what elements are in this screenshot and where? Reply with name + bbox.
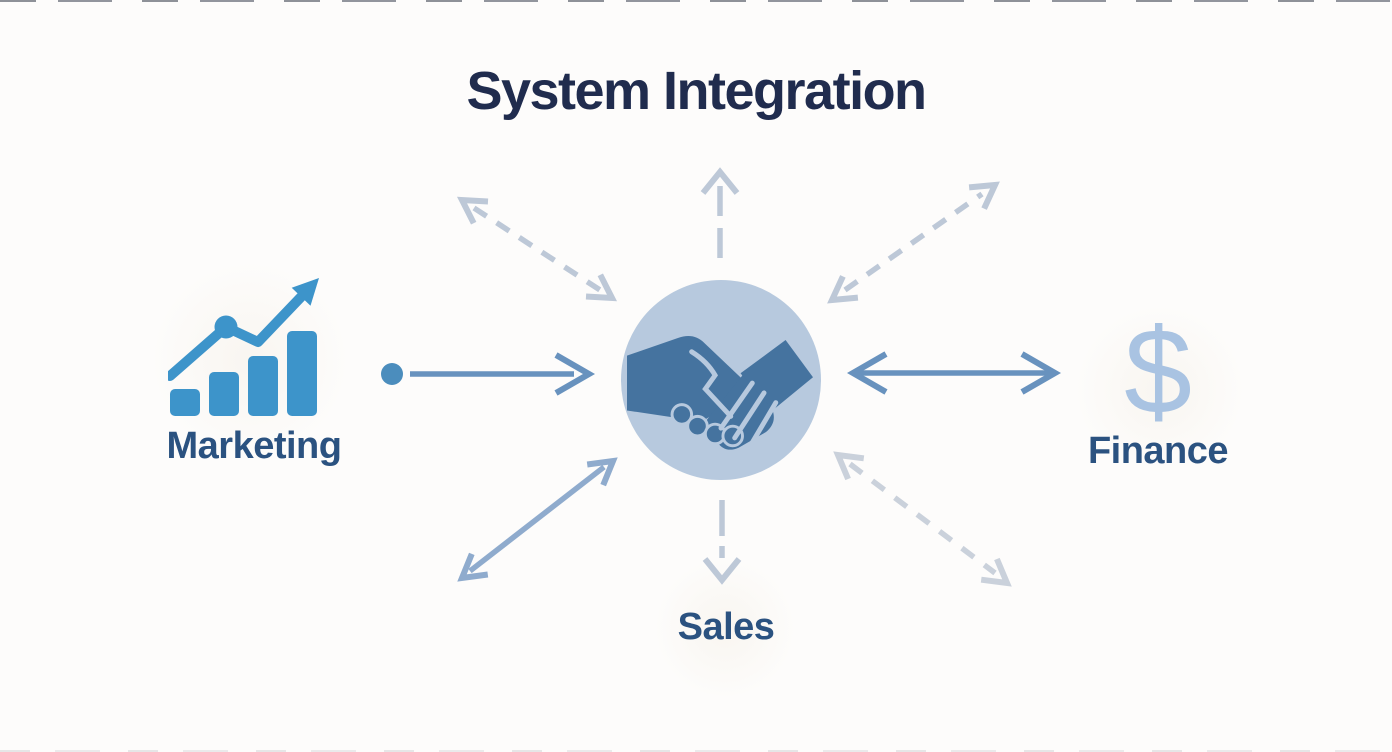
page-title: System Integration	[466, 61, 927, 121]
dollar-sign-icon: $	[1124, 303, 1192, 439]
arrowhead-down-icon	[702, 557, 742, 585]
growth-bar-chart-icon	[168, 278, 319, 416]
arrowhead-right-icon	[554, 352, 596, 396]
top-edge-artifact	[0, 0, 1392, 2]
arrowhead-lower-left-icon	[457, 552, 489, 582]
arrowhead-lower-right-icon	[980, 557, 1012, 587]
arrow-marketing-to-center	[381, 352, 596, 396]
dot-icon	[381, 363, 403, 385]
arrowhead-lower-left-icon	[827, 275, 859, 304]
sales-label: Sales	[677, 606, 775, 648]
arrowhead-upper-left-icon	[833, 451, 865, 481]
arrowhead-upper-right-icon	[968, 181, 1000, 210]
arrowhead-upper-right-icon	[586, 457, 618, 487]
arrowhead-lower-right-icon	[585, 273, 618, 302]
arrow-center-to-top	[700, 167, 740, 258]
arrow-center-finance-bidirectional	[846, 351, 1062, 395]
arrow-center-to-sales	[702, 500, 742, 585]
arrowhead-up-icon	[700, 167, 740, 195]
arrow-upper-left-dashed	[456, 196, 618, 302]
arrowhead-left-icon	[846, 351, 888, 395]
arrow-upper-right-dashed	[827, 181, 1000, 304]
arrowhead-upper-left-icon	[456, 196, 489, 225]
handshake-icon	[627, 335, 813, 450]
bottom-edge-artifact	[0, 750, 1392, 752]
trend-arrowhead-icon	[291, 278, 319, 306]
arrow-lower-left-bidirectional	[457, 457, 618, 582]
arrow-lower-right-dashed	[833, 451, 1012, 587]
marketing-label: Marketing	[166, 425, 342, 467]
arrowhead-right-icon	[1020, 351, 1062, 395]
finance-label: Finance	[1087, 430, 1229, 472]
